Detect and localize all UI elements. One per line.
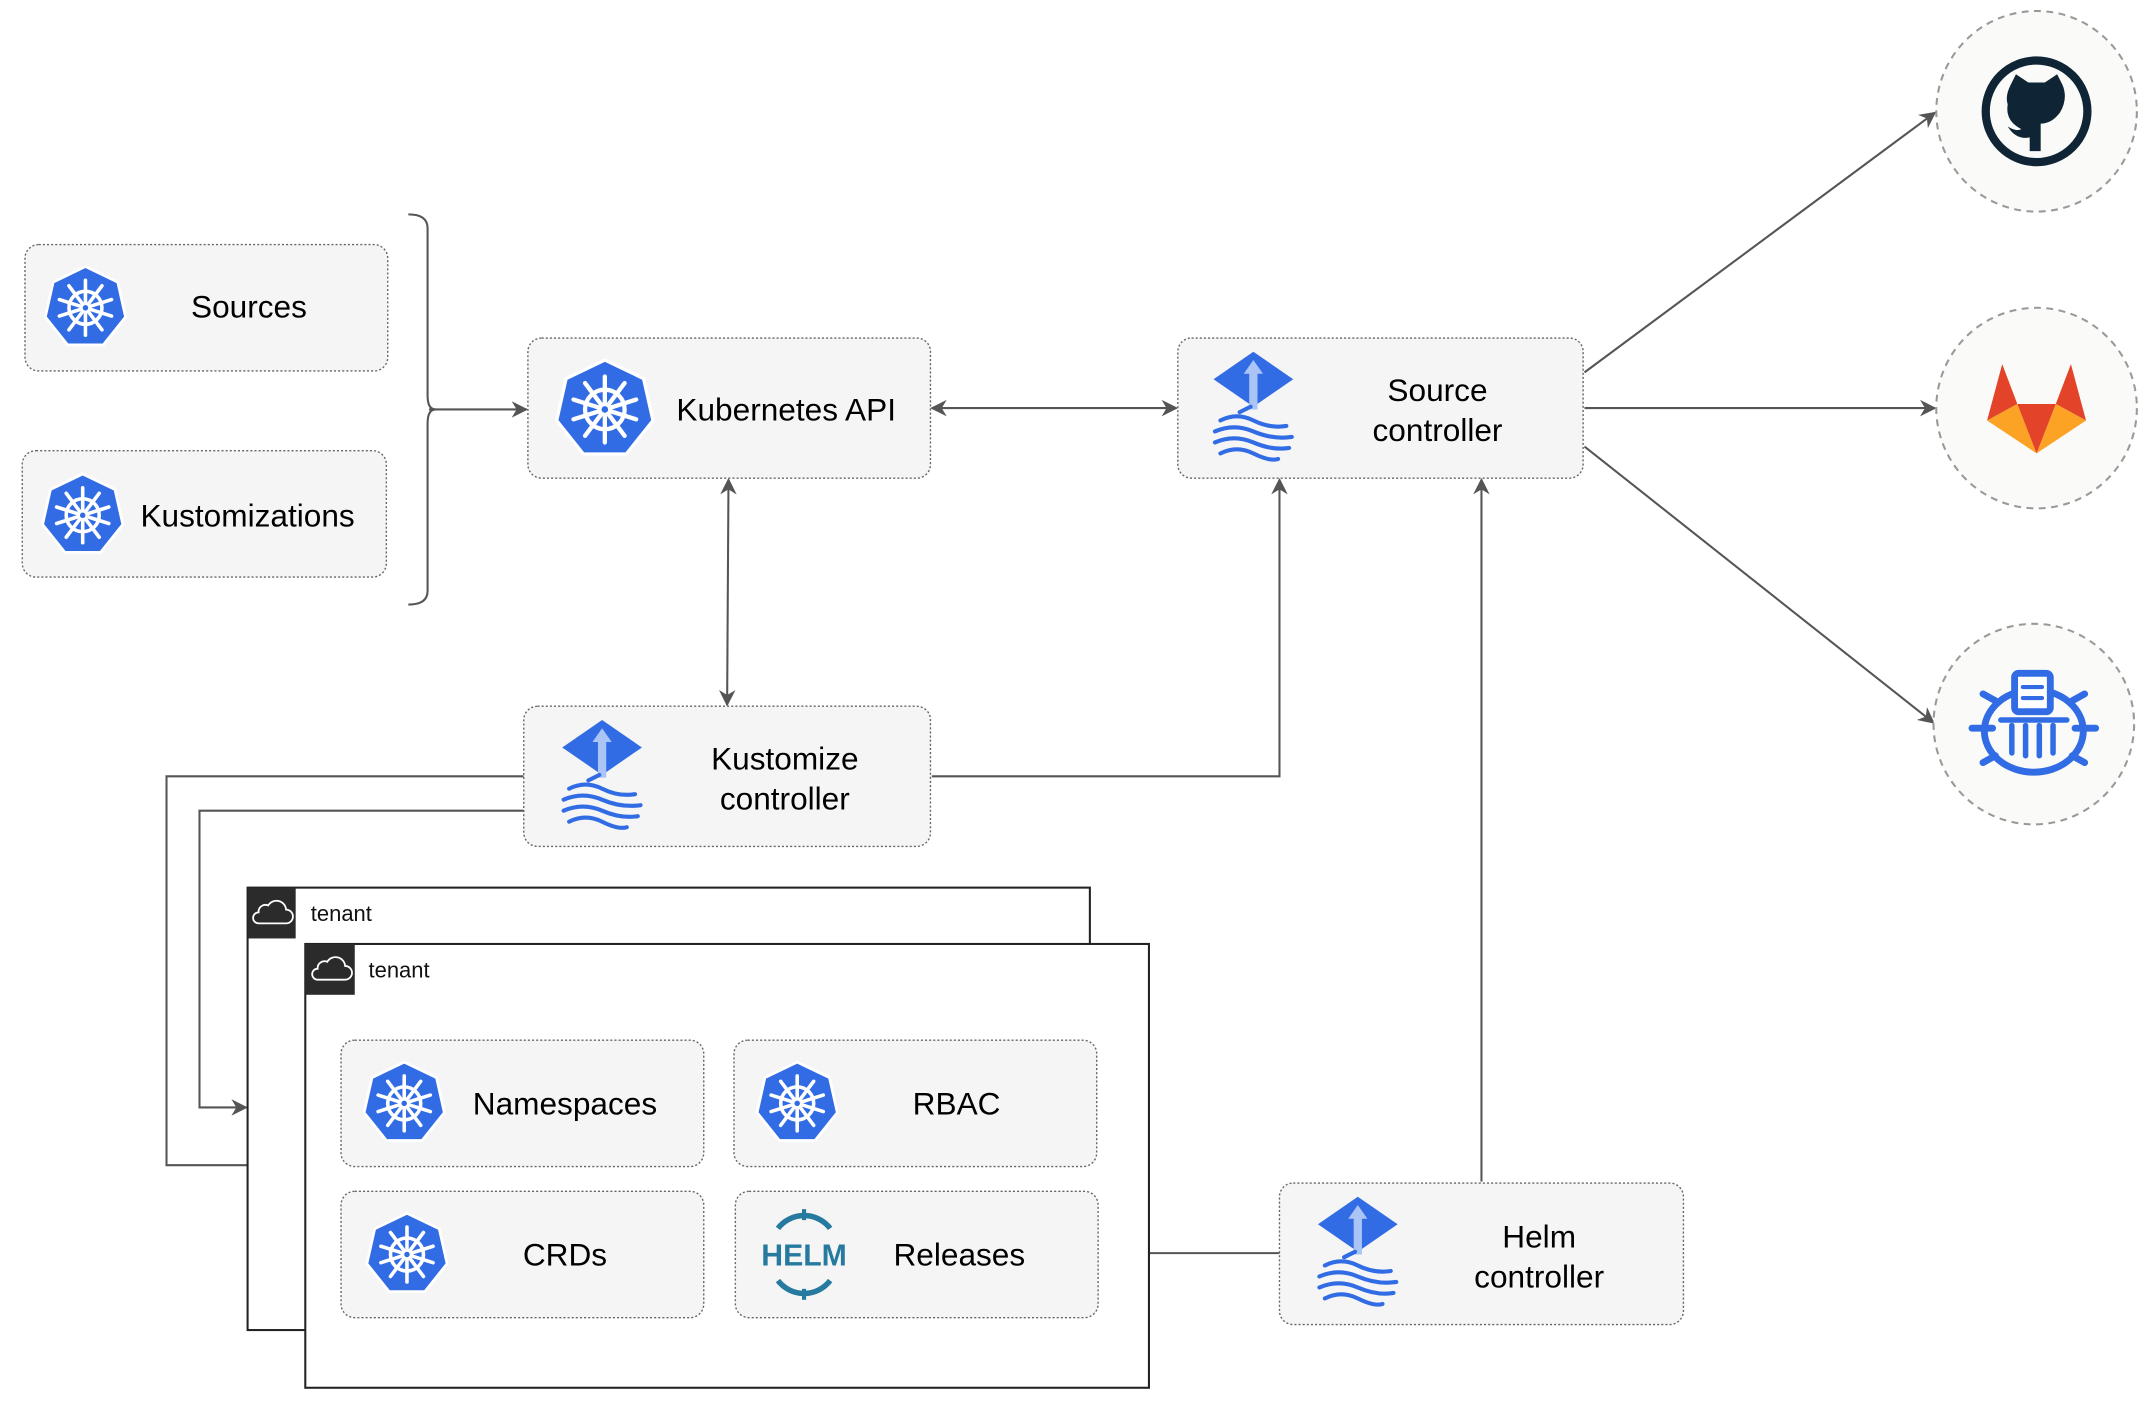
arrow-kustomize-to-source [931,477,1288,778]
gitlab-node[interactable] [1935,306,2138,510]
crds-label: CRDs [523,1236,607,1272]
crds-node[interactable]: CRDs [340,1190,705,1319]
helm-controller-label-2: controller [1474,1258,1604,1294]
kustomizations-node[interactable]: Kustomizations [21,449,388,578]
helm-icon: HELM [761,1209,847,1300]
cloud-icon [311,956,353,981]
source-controller-label-2: controller [1373,412,1503,448]
helm-controller-node[interactable]: Helm controller [1278,1182,1685,1326]
kubernetes-api-label: Kubernetes API [676,391,896,427]
source-controller-label-1: Source [1387,372,1487,408]
arrow-kustomize-to-tenant-back [198,809,524,1116]
rbac-label: RBAC [913,1085,1001,1121]
gitlab-icon [1987,364,2087,454]
cloud-icon-bg [305,943,355,995]
tenant-label: tenant [369,958,430,983]
rbac-node[interactable]: RBAC [733,1039,1098,1168]
kustomizations-label: Kustomizations [140,497,354,533]
sources-label: Sources [191,288,307,324]
github-node[interactable] [1935,9,2138,213]
kubernetes-api-node[interactable]: Kubernetes API [527,337,932,479]
namespaces-label: Namespaces [473,1085,657,1121]
kustomize-controller-label-1: Kustomize [711,740,858,776]
releases-node[interactable]: HELM Releases [734,1190,1099,1319]
helm-controller-label-1: Helm [1502,1219,1576,1255]
arrow-to-helm-repo [1583,445,1935,724]
source-controller-node[interactable]: Source controller [1177,337,1584,479]
namespaces-node[interactable]: Namespaces [340,1039,705,1168]
tenant-label: tenant [311,901,372,926]
sources-node[interactable]: Sources [24,243,389,372]
kustomize-controller-label-2: controller [720,780,850,816]
arrow-to-github [1583,111,1937,374]
helm-logo-text: HELM [761,1239,847,1272]
cloud-icon [252,899,294,925]
releases-label: Releases [893,1236,1025,1272]
kustomize-controller-node[interactable]: Kustomize controller [523,705,932,848]
arrow-api-kustomize-controller [718,477,737,707]
github-icon [1981,56,2092,167]
helm-repo-node[interactable] [1932,622,2136,826]
helm-repo-icon [1968,669,2100,776]
arrow-kustomize-to-tenant-front [165,775,524,1174]
